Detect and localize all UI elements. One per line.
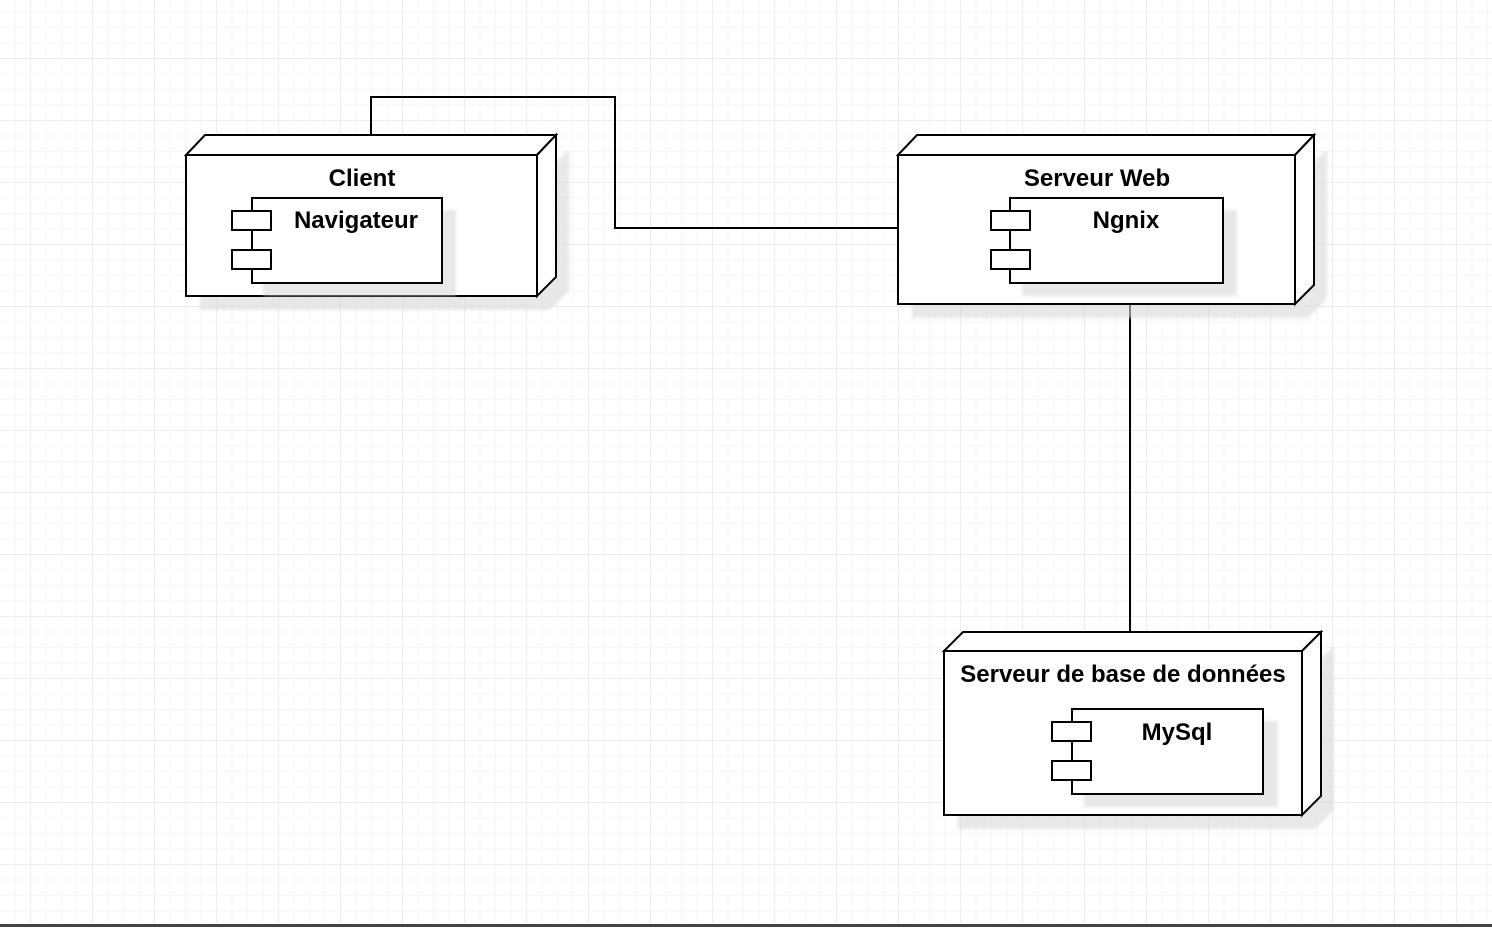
component-icon-port-top (990, 210, 1031, 231)
node-client-top-face (183, 134, 559, 156)
bottom-scrollbar-edge (0, 924, 1492, 927)
node-web-server[interactable]: Serveur Web Ngnix (895, 132, 1327, 318)
component-icon-port-top (231, 210, 272, 231)
component-mysql-label: MySql (1142, 719, 1213, 746)
component-icon-port-bottom (231, 249, 272, 270)
component-icon-port-top (1051, 721, 1092, 742)
component-icon-port-bottom (1051, 760, 1092, 781)
node-db-server-top-face (941, 631, 1324, 652)
node-db-server-title: Serveur de base de données (960, 661, 1285, 688)
node-client-title: Client (329, 165, 396, 192)
component-ngnix-label: Ngnix (1093, 207, 1160, 234)
component-navigateur-label: Navigateur (294, 207, 418, 234)
node-client[interactable]: Client Navigateur (183, 132, 569, 310)
component-navigateur-body (251, 197, 443, 284)
component-icon-port-bottom (990, 249, 1031, 270)
node-client-side-face (536, 132, 557, 299)
component-mysql-body (1071, 708, 1264, 795)
node-db-server[interactable]: Serveur de base de données MySql (941, 629, 1334, 829)
component-mysql[interactable]: MySql (1051, 708, 1278, 807)
component-ngnix[interactable]: Ngnix (990, 197, 1237, 296)
connector-client-web[interactable] (370, 96, 898, 229)
component-ngnix-body (1009, 197, 1224, 284)
node-db-server-side-face (1301, 629, 1322, 818)
node-web-server-title: Serveur Web (1024, 165, 1170, 192)
node-web-server-top-face (895, 134, 1317, 156)
component-navigateur[interactable]: Navigateur (231, 197, 456, 296)
node-web-server-side-face (1294, 132, 1315, 307)
